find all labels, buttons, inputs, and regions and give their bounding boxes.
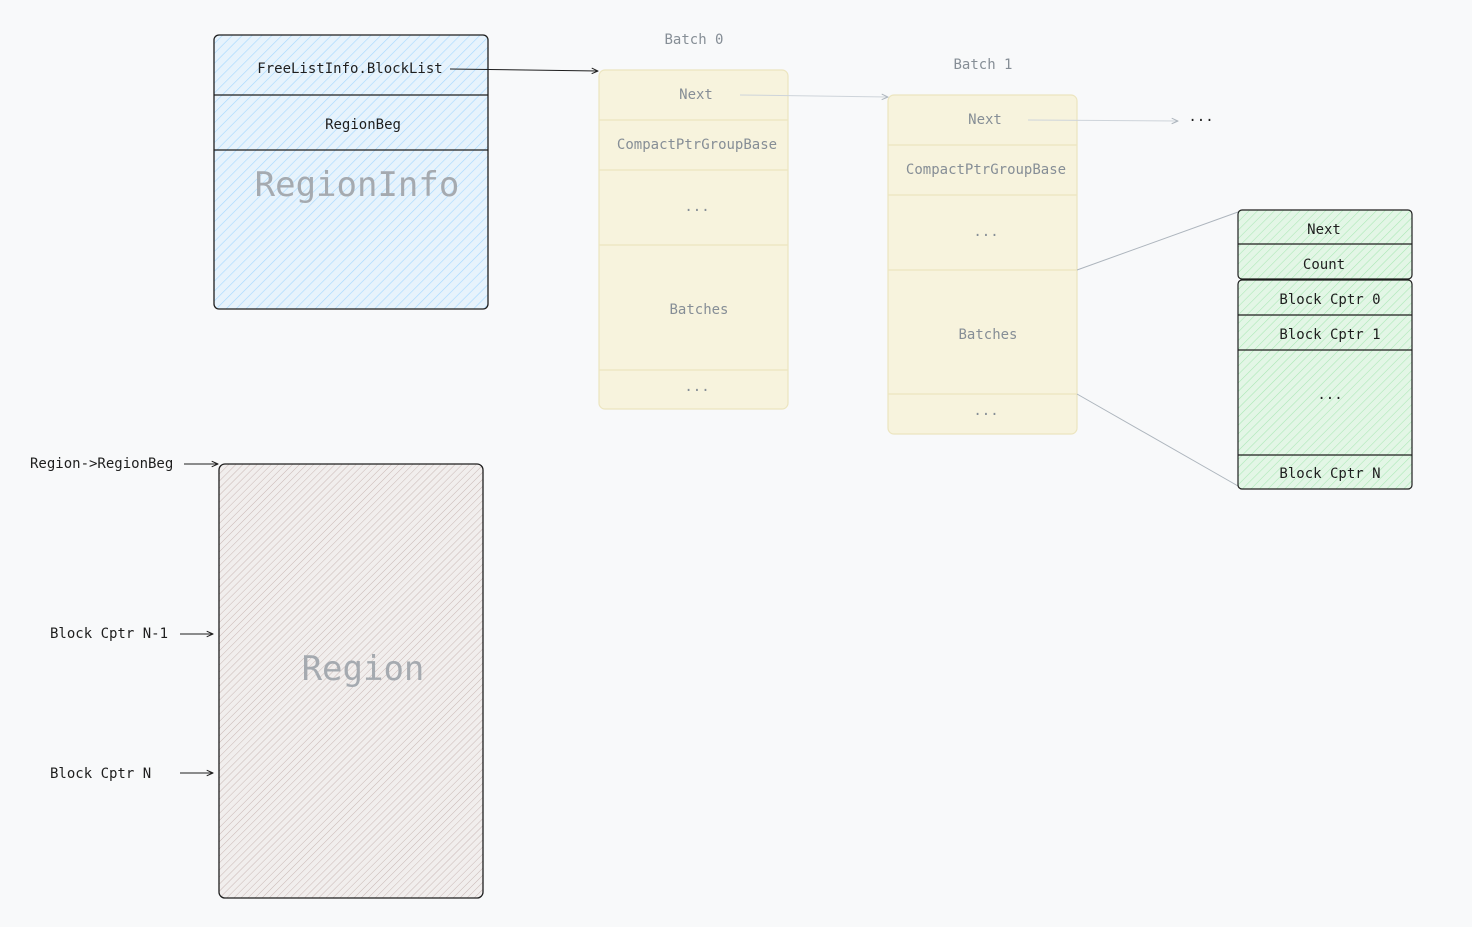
transfer-batch-cptr-n: Block Cptr N <box>1279 466 1380 482</box>
batch-1-ellipsis-1: ... <box>973 224 998 240</box>
region-beg-field-label: RegionBeg <box>325 117 401 133</box>
batch-0-compact-ptr: CompactPtrGroupBase <box>617 137 777 153</box>
batch-1-next-arrow <box>1027 120 1178 121</box>
transfer-batch-next: Next <box>1307 222 1341 238</box>
batch-1-title: Batch 1 <box>953 57 1012 73</box>
batch-1-batches: Batches <box>958 327 1017 343</box>
transfer-batch-count: Count <box>1303 257 1345 273</box>
region-info-box <box>213 34 489 310</box>
region-box <box>218 463 484 899</box>
transfer-batch-cptr-1: Block Cptr 1 <box>1279 327 1380 343</box>
batch-0-next-arrow <box>739 95 888 97</box>
batch-0-batches: Batches <box>669 302 728 318</box>
region-title: Region <box>302 649 425 689</box>
expansion-line-bottom <box>1076 393 1239 487</box>
batch-0-next: Next <box>679 87 713 103</box>
batch-1-box <box>887 94 1078 435</box>
batch-0-struct: Batch 0 Next CompactPtrGroupBase ... Bat… <box>598 32 789 410</box>
batch-0-box <box>598 69 789 410</box>
transfer-batch-ellipsis: ... <box>1317 387 1342 403</box>
transfer-batch-blocks-box <box>1237 279 1413 490</box>
region-info-title: RegionInfo <box>255 165 460 205</box>
batch-1-compact-ptr: CompactPtrGroupBase <box>906 162 1066 178</box>
block-cptr-n-label: Block Cptr N <box>50 766 151 782</box>
region-beg-pointer-label: Region->RegionBeg <box>30 456 173 472</box>
transfer-batch-struct: Next Count Block Cptr 0 Block Cptr 1 ...… <box>1237 209 1413 490</box>
batch-1-ellipsis-2: ... <box>973 403 998 419</box>
block-cptr-n-minus-1-label: Block Cptr N-1 <box>50 626 168 642</box>
batch-1-struct: Batch 1 Next CompactPtrGroupBase ... Bat… <box>887 57 1078 435</box>
batch-chain-continuation: ... <box>1188 109 1213 125</box>
blocklist-arrow <box>449 69 598 71</box>
transfer-batch-cptr-0: Block Cptr 0 <box>1279 292 1380 308</box>
expansion-line-top <box>1076 211 1239 271</box>
free-list-field-label: FreeListInfo.BlockList <box>257 61 442 77</box>
batch-1-next: Next <box>968 112 1002 128</box>
region-info-struct: FreeListInfo.BlockList RegionBeg RegionI… <box>213 34 489 310</box>
region-struct: Region <box>218 463 484 899</box>
batch-0-ellipsis-1: ... <box>684 199 709 215</box>
batch-0-ellipsis-2: ... <box>684 379 709 395</box>
batch-0-title: Batch 0 <box>664 32 723 48</box>
